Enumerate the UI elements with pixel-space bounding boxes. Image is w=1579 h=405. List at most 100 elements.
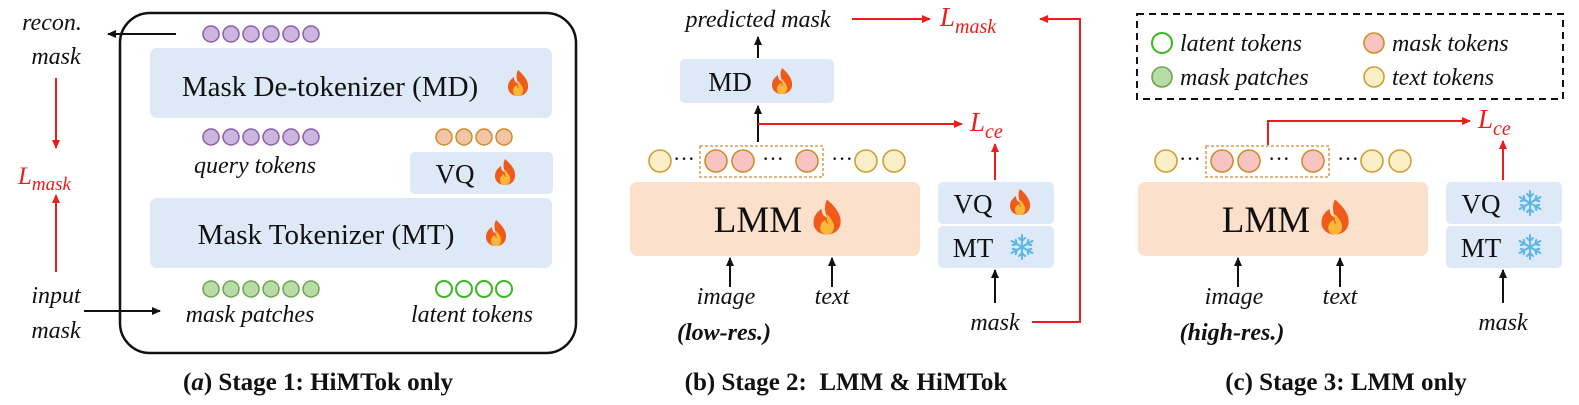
md-label: MD (708, 67, 752, 97)
text-token (1388, 149, 1412, 173)
recon-mask-label-2: mask (31, 44, 81, 70)
resolution-label: (low-res.) (677, 320, 771, 346)
latent-token (475, 280, 493, 298)
image-label: image (697, 284, 756, 310)
query-token (302, 128, 320, 146)
query-token (262, 128, 280, 146)
latent-tokens-label: latent tokens (411, 302, 533, 328)
query-token (222, 25, 240, 43)
mask-detokenizer-block (150, 48, 552, 118)
lmm-label: LMM (1222, 200, 1310, 241)
mask-patch (302, 280, 320, 298)
mask-patches-label: mask patches (186, 302, 315, 328)
md-block (680, 59, 834, 103)
legend-mask-token-label: mask tokens (1392, 31, 1509, 57)
legend-latent-label: latent tokens (1180, 31, 1302, 57)
legend-box (1136, 13, 1564, 100)
mask-patch-row (202, 280, 320, 298)
ellipsis: ··· (1179, 146, 1201, 171)
query-tokens-label: query tokens (194, 153, 316, 179)
mask-token (475, 128, 493, 146)
legend: latent tokens mask tokens mask patches t… (1136, 13, 1564, 100)
legend-text-token-label: text tokens (1392, 65, 1494, 91)
stage1-caption: (a) Stage 1: HiMTok only (183, 369, 453, 396)
text-label: text (815, 284, 851, 310)
lmm-block (630, 182, 920, 256)
text-label: text (1323, 284, 1359, 310)
stage3-panel: latent tokens mask tokens mask patches t… (1136, 13, 1564, 396)
stage3-ce-loss: Lce (1477, 104, 1511, 140)
stage2-mask-loss: Lmask (939, 2, 997, 38)
image-label: image (1205, 284, 1264, 310)
latent-token (435, 280, 453, 298)
mask-token (795, 149, 819, 173)
mask-tokenizer-block (150, 198, 552, 268)
query-token (302, 25, 320, 43)
mt-block (938, 226, 1054, 268)
predicted-mask-label: predicted mask (683, 7, 830, 33)
ellipsis: ··· (673, 146, 695, 171)
query-token (242, 25, 260, 43)
mask-token-group (699, 145, 824, 178)
mask-patch (262, 280, 280, 298)
latent-token (495, 280, 513, 298)
ellipsis: ··· (1337, 146, 1359, 171)
query-token (222, 128, 240, 146)
input-mask-label-1: input (31, 283, 82, 309)
mask-patch (222, 280, 240, 298)
mask-label: mask (970, 310, 1020, 336)
vq-label: VQ (1462, 189, 1501, 219)
query-token (202, 25, 220, 43)
legend-latent-swatch (1151, 32, 1173, 54)
vq-label: VQ (436, 159, 475, 189)
mask-detokenizer-label: Mask De-tokenizer (MD) (182, 71, 478, 103)
mask-patch (242, 280, 260, 298)
input-mask-label-2: mask (31, 318, 81, 344)
query-token (282, 128, 300, 146)
mask-token (704, 149, 728, 173)
mt-block (1446, 226, 1562, 268)
recon-token-row (202, 25, 320, 43)
mask-token (435, 128, 453, 146)
stage1-panel: recon. mask Lmask input mask Mask De-tok… (17, 10, 578, 396)
mask-label: mask (1478, 310, 1528, 336)
mask-token (731, 149, 755, 173)
ellipsis: ··· (1268, 146, 1290, 171)
stage1-mask-loss: Lmask (17, 163, 72, 195)
legend-text-token-swatch (1363, 66, 1385, 88)
ellipsis: ··· (831, 146, 853, 171)
resolution-label: (high-res.) (1180, 320, 1285, 346)
mask-patch (282, 280, 300, 298)
legend-patch-swatch (1151, 66, 1173, 88)
stage3-token-sequence: ··· ··· ··· (1154, 145, 1412, 178)
stage2-panel: predicted mask Lmask MD Lce ··· ··· ··· … (630, 2, 1081, 396)
text-token (882, 149, 906, 173)
mask-token-group (1205, 145, 1330, 178)
text-token (1360, 149, 1384, 173)
vq-label: VQ (954, 189, 993, 219)
stage2-token-sequence: ··· ··· ··· (648, 145, 906, 178)
stage3-caption: (c) Stage 3: LMM only (1225, 369, 1467, 396)
text-token (854, 149, 878, 173)
vq-output-token-row (435, 128, 513, 146)
mask-token (1301, 149, 1325, 173)
query-token (282, 25, 300, 43)
query-token (202, 128, 220, 146)
text-token (1154, 149, 1178, 173)
lmm-block (1138, 182, 1428, 256)
mask-tokenizer-label: Mask Tokenizer (MT) (198, 219, 455, 251)
mt-label: MT (1461, 233, 1502, 263)
mask-token (1237, 149, 1261, 173)
mask-token (495, 128, 513, 146)
himtok-outline (118, 11, 578, 355)
query-token (242, 128, 260, 146)
mask-token (455, 128, 473, 146)
vq-block (1446, 182, 1562, 224)
lmm-label: LMM (714, 200, 802, 241)
legend-patch-label: mask patches (1180, 65, 1309, 91)
mask-to-loss-arrow (1032, 15, 1081, 323)
mask-token (1210, 149, 1234, 173)
mask-patch (202, 280, 220, 298)
stage2-ce-loss: Lce (969, 107, 1003, 143)
